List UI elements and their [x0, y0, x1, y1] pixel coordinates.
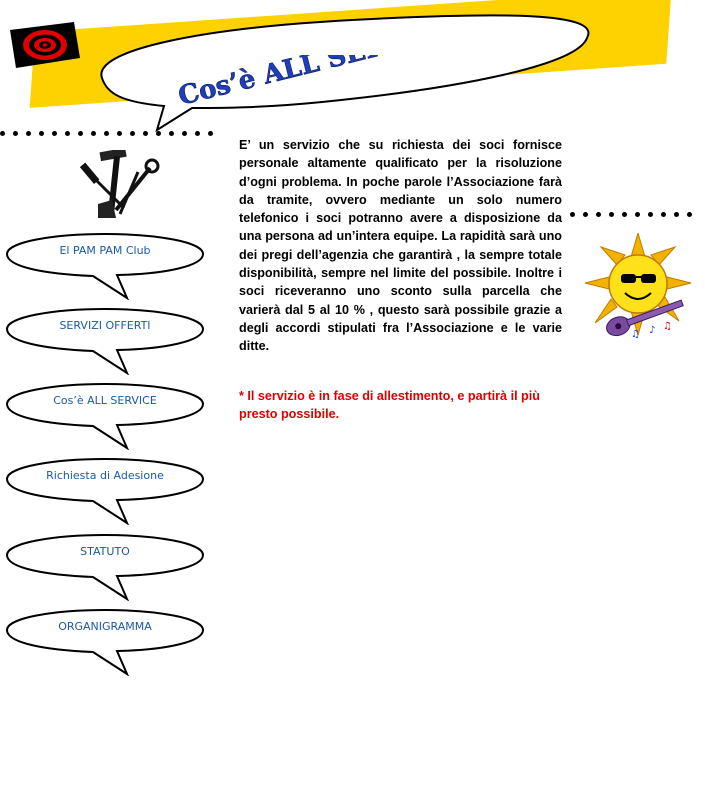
dot — [78, 131, 83, 136]
dot — [648, 212, 653, 217]
dot — [661, 212, 666, 217]
dot — [117, 131, 122, 136]
dot — [169, 131, 174, 136]
nav-item-label: Richiesta di Adesione — [46, 469, 164, 482]
dot — [13, 131, 18, 136]
page-title-text: Cos’è ALL SERVICE — [175, 55, 459, 112]
nav-item-pam-pam-club[interactable]: El PAM PAM Club — [5, 232, 205, 300]
dot — [0, 131, 5, 136]
sun-guitar-icon: ♫ ♪ ♫ — [584, 233, 692, 340]
svg-text:♪: ♪ — [649, 325, 655, 336]
nav-item-cose-all-service[interactable]: Cos’è ALL SERVICE — [5, 382, 205, 450]
nav-item-label: Cos’è ALL SERVICE — [53, 394, 157, 407]
nav-item-label: SERVIZI OFFERTI — [59, 319, 151, 332]
target-icon — [10, 22, 80, 68]
nav-item-organigramma[interactable]: ORGANIGRAMMA — [5, 608, 205, 676]
svg-text:♫: ♫ — [631, 329, 640, 340]
svg-text:♫: ♫ — [663, 321, 672, 332]
speech-bubble-shape — [5, 307, 205, 375]
speech-bubble-shape — [5, 232, 205, 300]
dot — [583, 212, 588, 217]
dot — [39, 131, 44, 136]
dot — [65, 131, 70, 136]
dot — [52, 131, 57, 136]
tools-icon — [80, 150, 160, 218]
speech-bubble-shape — [5, 533, 205, 601]
service-description: E’ un servizio che su richiesta dei soci… — [239, 138, 562, 354]
dot — [208, 131, 213, 136]
nav-item-statuto[interactable]: STATUTO — [5, 533, 205, 601]
dot — [130, 131, 135, 136]
dot — [674, 212, 679, 217]
dotted-separator-left — [0, 131, 230, 141]
dot — [91, 131, 96, 136]
nav-item-label: ORGANIGRAMMA — [58, 620, 152, 633]
dot — [570, 212, 575, 217]
dot — [609, 212, 614, 217]
dot — [182, 131, 187, 136]
dot — [635, 212, 640, 217]
dot — [156, 131, 161, 136]
dot — [26, 131, 31, 136]
service-status-note: * Il servizio è in fase di allestimento,… — [239, 389, 540, 422]
dot — [687, 212, 692, 217]
speech-bubble-shape — [5, 608, 205, 676]
nav-item-label: STATUTO — [80, 545, 130, 558]
title-speech-bubble — [100, 14, 590, 132]
nav-item-richiesta-adesione[interactable]: Richiesta di Adesione — [5, 457, 205, 525]
dotted-separator-right — [570, 212, 705, 222]
dot — [104, 131, 109, 136]
speech-bubble-shape — [5, 382, 205, 450]
nav-item-label: El PAM PAM Club — [59, 244, 151, 257]
dot — [622, 212, 627, 217]
dot — [143, 131, 148, 136]
dot — [195, 131, 200, 136]
page-title: Cos’è ALL SERVICE — [175, 55, 460, 112]
speech-bubble-shape — [5, 457, 205, 525]
dot — [596, 212, 601, 217]
nav-item-servizi-offerti[interactable]: SERVIZI OFFERTI — [5, 307, 205, 375]
